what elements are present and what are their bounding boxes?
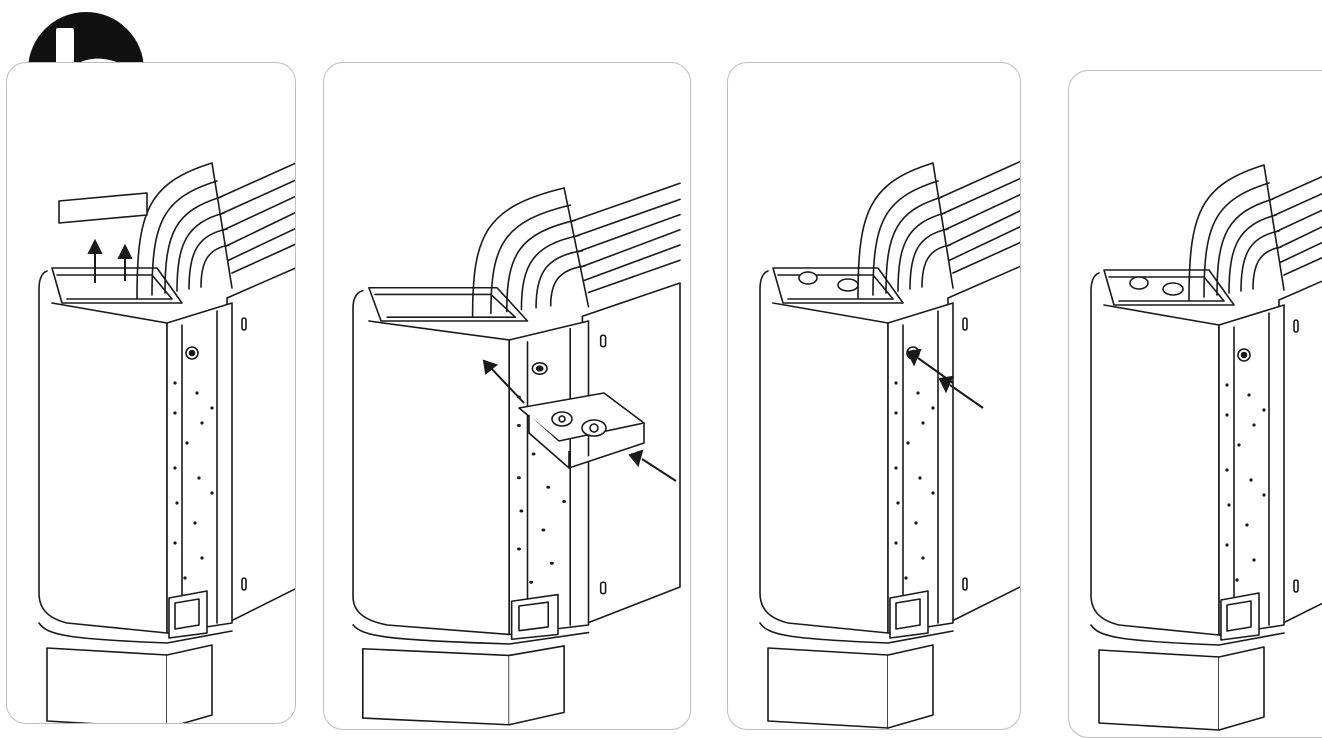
arrow-icon [484,361,676,481]
unit-drawing [38,157,295,723]
mounted-module [799,272,858,291]
step-3-panel [727,62,1021,730]
arrow-icon [908,350,983,408]
top-cover-lifted [59,193,147,223]
mounted-module [1130,277,1183,295]
step-1-panel [6,62,296,724]
step-4-panel [1068,70,1322,738]
step-3-diagram [759,157,1020,729]
arrow-icon [89,241,131,283]
step-2-diagram [352,182,681,726]
step-2-panel [323,62,691,730]
unit-drawing [1090,159,1322,731]
step-4-diagram [1090,159,1322,731]
control-module [519,393,644,468]
step-1-diagram [38,157,295,723]
unit-drawing [759,157,1020,729]
